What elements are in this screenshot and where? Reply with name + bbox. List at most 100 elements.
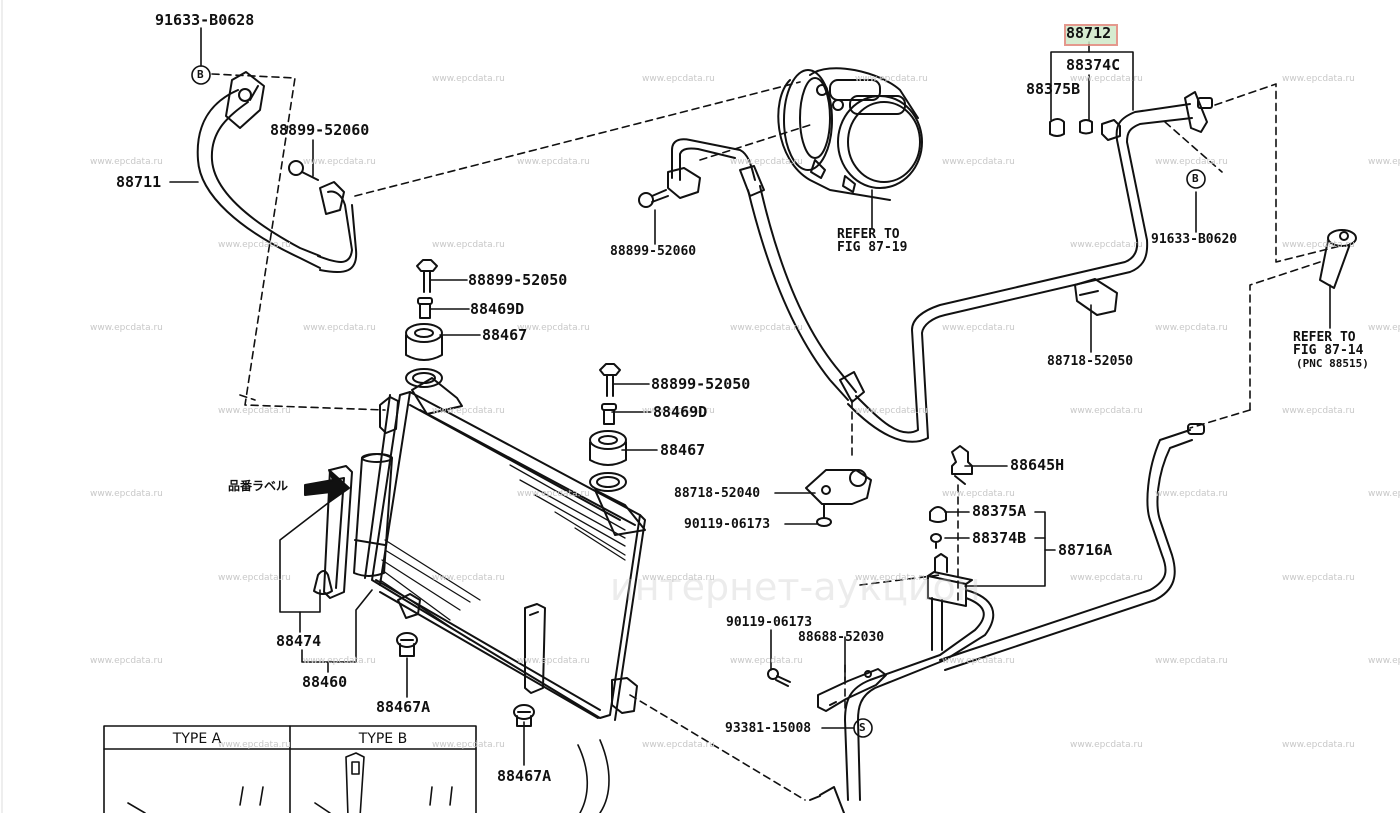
watermark: www.epcdata.ru [642,573,715,583]
watermark: www.epcdata.ru [517,489,590,499]
watermark: www.epcdata.ru [517,157,590,167]
hose-88711 [196,71,358,274]
watermark: www.epcdata.ru [1282,240,1355,250]
marker-b-label-left: B [197,68,204,81]
part-label-88375b[interactable]: 88375B [1026,80,1081,98]
part-label-88899-52060-mid[interactable]: 88899-52060 [610,244,697,259]
suction-fitting [1319,229,1357,289]
watermark: www.epcdata.ru [1070,573,1143,583]
discharge-hose [667,91,1213,443]
part-label-90119-06173-b[interactable]: 90119-06173 [726,615,813,630]
watermark: www.epcdata.ru [1070,240,1143,250]
watermark: www.epcdata.ru [1070,740,1143,750]
watermark: www.epcdata.ru [90,323,163,333]
watermark: www.epcdata.ru [1070,406,1143,416]
part-label-88467a-a[interactable]: 88467A [376,698,431,716]
watermark: www.epcdata.ru [730,323,803,333]
watermark: www.epcdata.ru [1282,406,1355,416]
watermark: www.epcdata.ru [1282,74,1355,84]
compressor-reference-line-2[interactable]: FIG 87-19 [837,240,908,255]
watermark: www.epcdata.ru [432,406,505,416]
watermark: www.epcdata.ru [1368,656,1400,666]
watermark: www.epcdata.ru [642,74,715,84]
watermark: www.epcdata.ru [303,323,376,333]
part-label-88899-52050-b[interactable]: 88899-52050 [651,375,751,393]
part-label-88467-b[interactable]: 88467 [660,441,706,459]
collar-88469d-a [417,297,433,319]
watermark: www.epcdata.ru [942,656,1015,666]
condenser-88460 [353,377,646,727]
part-label-88469d-b[interactable]: 88469D [653,403,708,421]
part-label-88899-52050-a[interactable]: 88899-52050 [468,271,568,289]
liquid-pipe-88716a [809,423,1205,813]
watermark: www.epcdata.ru [218,573,291,583]
part-label-91633-b0628[interactable]: 91633-B0628 [155,11,255,29]
right-reference-line-2[interactable]: FIG 87-14 [1293,343,1364,358]
compressor-reference-line-1: REFER TO [837,227,900,242]
watermark: www.epcdata.ru [642,740,715,750]
watermark: www.epcdata.ru [432,74,505,84]
leader-lines [169,27,1331,766]
marker-s [853,718,873,738]
type-a-header: TYPE A [172,731,222,747]
right-reference-line-3: (PNC 88515) [1296,357,1369,370]
part-label-88716a[interactable]: 88716A [1058,541,1113,559]
part-label-88688-52030[interactable]: 88688-52030 [798,630,885,645]
part-label-88375a[interactable]: 88375A [972,502,1027,520]
watermark: www.epcdata.ru [432,240,505,250]
marker-b-right [1186,169,1206,189]
label-plate [304,465,353,599]
watermark: www.epcdata.ru [1282,740,1355,750]
watermark: www.epcdata.ru [1155,323,1228,333]
pressure-switch-88645h [951,445,973,485]
part-label-88645h[interactable]: 88645H [1010,456,1065,474]
part-label-88712[interactable]: 88712 [1066,24,1112,42]
watermark: www.epcdata.ru [730,656,803,666]
watermark: www.epcdata.ru [1155,157,1228,167]
core-88374b [930,533,942,549]
cap-88375a [929,506,947,523]
ghost-watermark: интернет-аукцион [610,565,981,609]
marker-s-label: S [859,721,866,734]
watermark: www.epcdata.ru [942,323,1015,333]
watermark: www.epcdata.ru [303,656,376,666]
clamp-88718-52040 [805,469,872,505]
watermark: www.epcdata.ru [517,656,590,666]
watermark: www.epcdata.ru [432,740,505,750]
highlight-box-88712 [1064,24,1118,46]
watermark: www.epcdata.ru [517,323,590,333]
part-label-88467-a[interactable]: 88467 [482,326,528,344]
bolt-88899-52050-a [416,259,438,293]
part-label-88374b[interactable]: 88374B [972,529,1027,547]
watermark: www.epcdata.ru [432,573,505,583]
part-label-88469d-a[interactable]: 88469D [470,300,525,318]
clamp-88718-52050 [1074,278,1118,316]
part-number-label-callout: 品番ラベル [228,479,289,493]
watermark: www.epcdata.ru [90,656,163,666]
part-label-88718-52040[interactable]: 88718-52040 [674,486,761,501]
watermark: www.epcdata.ru [855,74,928,84]
watermark: www.epcdata.ru [730,157,803,167]
watermark: www.epcdata.ru [218,406,291,416]
cushion-88467-b [589,430,627,492]
watermark: www.epcdata.ru [90,489,163,499]
watermark: www.epcdata.ru [855,573,928,583]
part-label-88718-52050[interactable]: 88718-52050 [1047,354,1134,369]
part-label-88474[interactable]: 88474 [276,632,322,650]
marker-b-label-right: B [1192,172,1199,185]
watermark: www.epcdata.ru [218,240,291,250]
part-label-91633-b0620[interactable]: 91633-B0620 [1151,232,1238,247]
part-label-88711[interactable]: 88711 [116,173,162,191]
part-label-88467a-b[interactable]: 88467A [497,767,552,785]
watermark: www.epcdata.ru [642,406,715,416]
part-label-93381-15008[interactable]: 93381-15008 [725,721,812,736]
watermark: www.epcdata.ru [1368,489,1400,499]
part-label-90119-06173-a[interactable]: 90119-06173 [684,517,771,532]
part-label-88460[interactable]: 88460 [302,673,348,691]
bolt-90119-06173-b [767,668,791,687]
part-label-88899-52060-left[interactable]: 88899-52060 [270,121,370,139]
watermark: www.epcdata.ru [942,157,1015,167]
part-label-88374c[interactable]: 88374C [1066,56,1121,74]
watermark: www.epcdata.ru [1070,74,1143,84]
